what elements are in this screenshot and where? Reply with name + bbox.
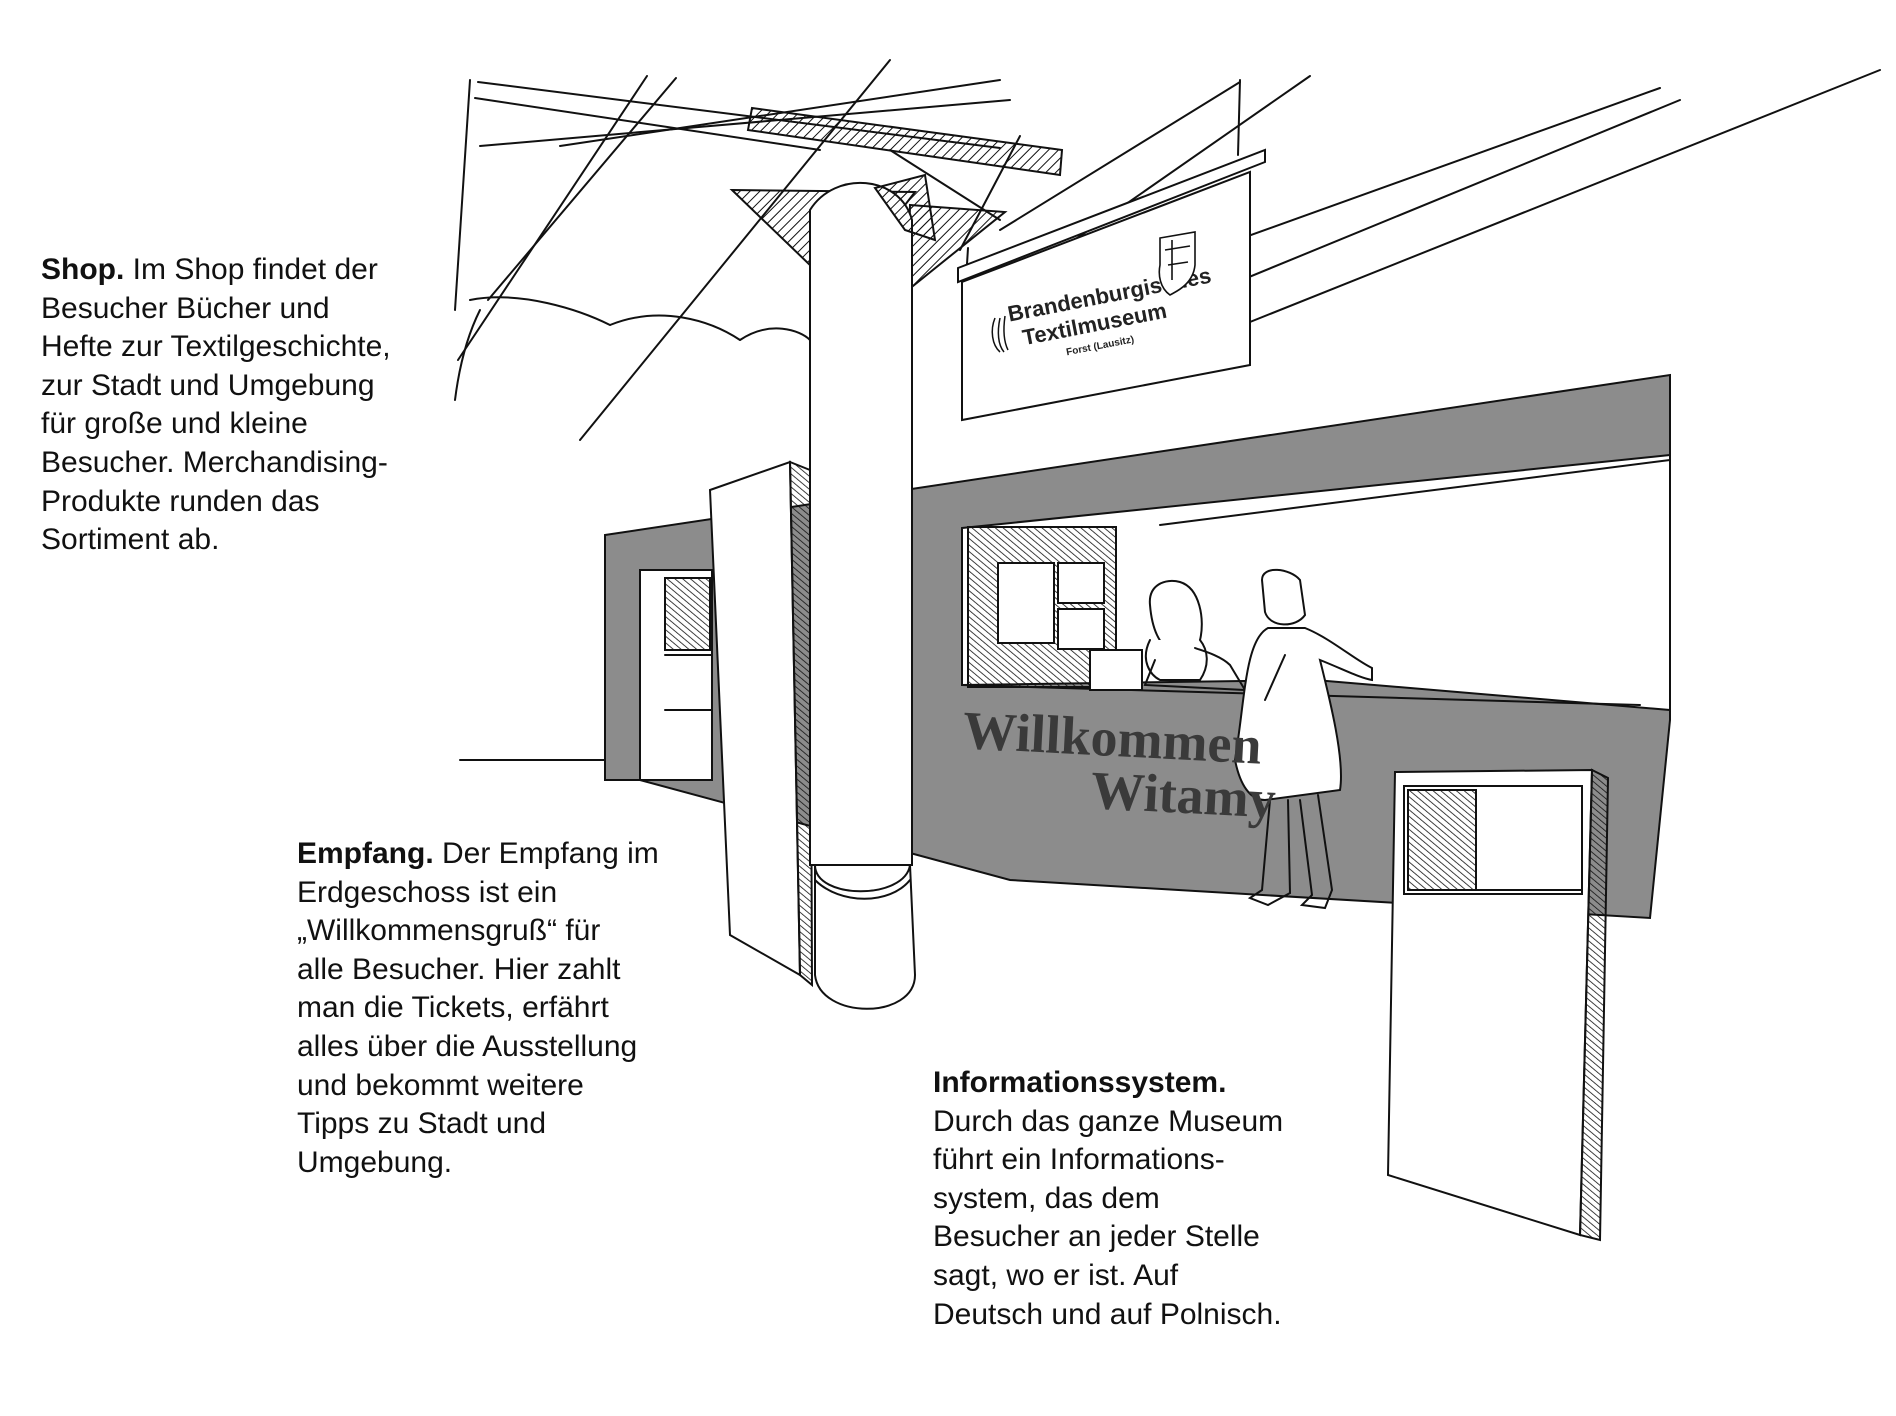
caption-empfang-line: alles über die Ausstellung [297,1029,638,1063]
caption-info-line: system, das dem [933,1181,1160,1215]
caption-shop-line: Produkte runden das [41,484,320,518]
caption-empfang-line: „Willkommensgruß“ für [297,914,601,948]
visitor-figure [1233,568,1373,910]
caption-shop-line: für große und kleine [41,407,308,441]
caption-shop-line: Besucher Bücher und [41,291,330,325]
caption-shop-line: Hefte zur Textilgeschichte, [41,330,391,364]
caption-empfang-line: man die Tickets, erfährt [297,991,609,1025]
caption-empfang: Empfang. Der Empfang im Erdgeschoss ist … [297,835,659,1182]
caption-empfang-heading: Empfang. [297,837,434,870]
receptionist-figure [1089,580,1247,692]
caption-empfang-line: Der Empfang im [433,837,659,870]
wall-lettering-line-2: Witamy [1089,760,1277,830]
reception-opening [961,453,1671,712]
caption-info-heading: Informationssystem. [933,1066,1227,1099]
caption-shop-line: zur Stadt und Umgebung [41,368,375,402]
info-board-right [1386,768,1610,1242]
caption-info-line: sagt, wo er ist. Auf [933,1258,1179,1292]
caption-info-line: Durch das ganze Museum [933,1104,1284,1138]
hanging-banner [957,79,1266,422]
caption-empfang-line: Erdgeschoss ist ein [297,875,558,909]
caption-shop-line: Besucher. Merchandising- [41,445,388,479]
caption-info-line: Besucher an jeder Stelle [933,1220,1260,1254]
caption-empfang-line: und bekommt weitere [297,1068,584,1102]
caption-shop-heading: Shop. [41,253,125,286]
caption-empfang-line: alle Besucher. Hier zahlt [297,952,621,986]
info-board-left [708,460,802,977]
caption-info-line: führt ein Informations- [933,1143,1225,1177]
caption-informationssystem: Informationssystem. Durch das ganze Muse… [933,1064,1283,1334]
column [809,173,937,1010]
caption-shop-line: Sortiment ab. [41,523,220,557]
museum-logo-icon [991,315,1009,353]
ceiling-beam [746,106,1064,177]
caption-info-line: Deutsch und auf Polnisch. [933,1297,1282,1331]
caption-shop-line: Im Shop findet der [124,253,378,286]
caption-empfang-line: Umgebung. [297,1145,453,1179]
crest-icon [1158,231,1196,296]
caption-empfang-line: Tipps zu Stadt und [297,1107,547,1141]
caption-shop: Shop. Im Shop findet der Besucher Bücher… [41,251,391,560]
